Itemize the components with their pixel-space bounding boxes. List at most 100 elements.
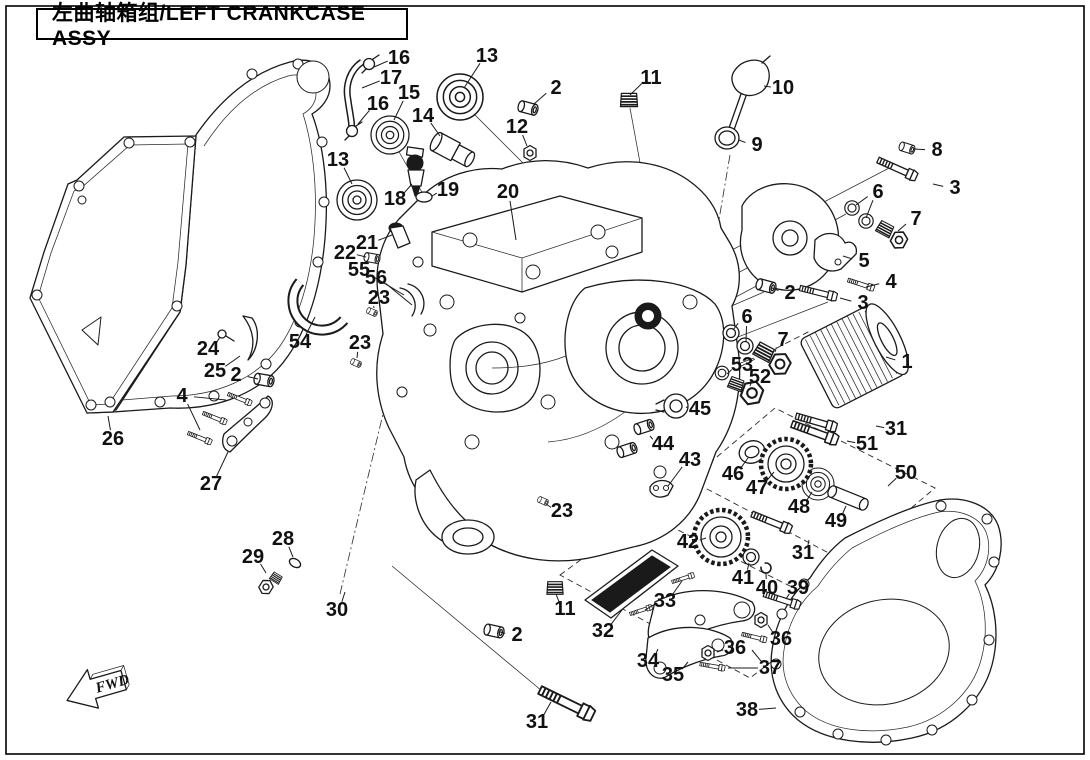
callout-leader <box>842 255 853 260</box>
bolt-31b <box>749 508 794 536</box>
callout-leader <box>785 593 790 600</box>
flanged-bushing-45 <box>655 393 689 419</box>
callout-13: 13 <box>476 45 498 67</box>
washer-19 <box>415 191 433 203</box>
callout-leader <box>393 100 404 121</box>
oil-pressure-sensor-18 <box>405 146 425 197</box>
callout-leader <box>403 183 413 194</box>
washer-53 <box>714 365 730 381</box>
callout-leader <box>385 283 413 306</box>
callout-30: 30 <box>326 599 348 621</box>
sleeve-54 <box>287 278 349 336</box>
washer-6a <box>844 200 860 216</box>
callout-leader <box>699 537 707 541</box>
callout-leader <box>193 396 227 401</box>
nut-12 <box>523 144 537 162</box>
callout-46: 46 <box>722 463 744 485</box>
crankcase-body-30 <box>376 159 840 562</box>
callout-leader <box>430 122 441 137</box>
callout-45: 45 <box>689 398 711 420</box>
callout-leader <box>187 403 201 431</box>
hose-clamp-16-upper <box>361 54 380 74</box>
guide-25 <box>242 315 258 361</box>
callout-leader <box>749 382 752 387</box>
callout-leader <box>533 92 547 105</box>
callout-leader <box>225 355 241 367</box>
bearing-15 <box>370 115 410 155</box>
pin-23b <box>349 357 363 369</box>
callout-leader <box>865 283 880 288</box>
callout-29: 29 <box>242 546 264 568</box>
callout-43: 43 <box>679 449 701 471</box>
callout-leader <box>807 539 810 545</box>
callout-4: 4 <box>885 271 897 293</box>
callout-leader <box>672 580 683 595</box>
callout-leader <box>216 451 229 477</box>
callout-8: 8 <box>931 139 942 161</box>
callout-31: 31 <box>526 711 548 733</box>
breather-hose-17 <box>343 54 380 141</box>
callout-leader <box>913 148 926 151</box>
callout-leader <box>431 192 438 197</box>
callout-17: 17 <box>380 67 402 89</box>
callout-2: 2 <box>784 282 795 304</box>
callout-55: 55 <box>348 259 370 281</box>
callout-leader <box>806 491 813 501</box>
callout-leader <box>758 707 777 710</box>
callout-leader <box>545 503 552 508</box>
callout-leader <box>356 351 359 359</box>
bracket-27 <box>222 395 273 453</box>
callout-leader <box>732 322 739 331</box>
callout-36: 36 <box>724 637 746 659</box>
breather-14 <box>429 131 476 168</box>
callout-33: 33 <box>654 590 676 612</box>
callout-37: 37 <box>759 657 781 679</box>
callout-leader <box>361 80 380 89</box>
callout-leader <box>499 631 506 634</box>
callout-leader <box>763 85 772 88</box>
washer-28 <box>288 557 302 569</box>
washer-41 <box>742 548 760 566</box>
callout-25: 25 <box>204 360 226 382</box>
callout-39: 39 <box>787 577 809 599</box>
callout-leader <box>509 200 517 241</box>
callout-53: 53 <box>731 354 753 376</box>
plug-11-top <box>619 92 639 108</box>
pin-8 <box>897 140 917 156</box>
bolt-4c <box>186 429 214 446</box>
callout-36: 36 <box>770 628 792 650</box>
callout-leader <box>839 297 852 302</box>
plug-21 <box>388 222 411 249</box>
bolt-3-mid <box>798 282 839 303</box>
callout-leader <box>885 356 896 361</box>
washer-6b <box>858 213 874 229</box>
callout-48: 48 <box>788 496 810 518</box>
shell-55 <box>399 287 416 317</box>
callout-leader <box>774 347 777 353</box>
stud-33a <box>670 571 696 586</box>
callout-leader <box>667 466 683 487</box>
callout-6: 6 <box>741 306 752 328</box>
callout-7: 7 <box>777 329 788 351</box>
callout-44: 44 <box>652 433 675 455</box>
bracket-35 <box>645 626 734 679</box>
callout-14: 14 <box>412 105 435 127</box>
callout-54: 54 <box>289 331 312 353</box>
callout-16: 16 <box>388 47 410 69</box>
callout-leader <box>341 591 346 602</box>
callout-49: 49 <box>825 510 847 532</box>
callout-2: 2 <box>550 77 561 99</box>
gear-42 <box>691 507 751 567</box>
gear-47 <box>758 436 814 492</box>
callout-51: 51 <box>856 433 878 455</box>
page-border <box>5 5 1085 755</box>
bolt-24 <box>217 329 235 342</box>
o-ring-9 <box>714 126 740 150</box>
shell-56 <box>407 283 425 315</box>
callout-leader <box>305 316 316 335</box>
callout-leader <box>260 563 267 574</box>
callout-leader <box>865 199 874 219</box>
oil-filter-1 <box>800 303 910 409</box>
